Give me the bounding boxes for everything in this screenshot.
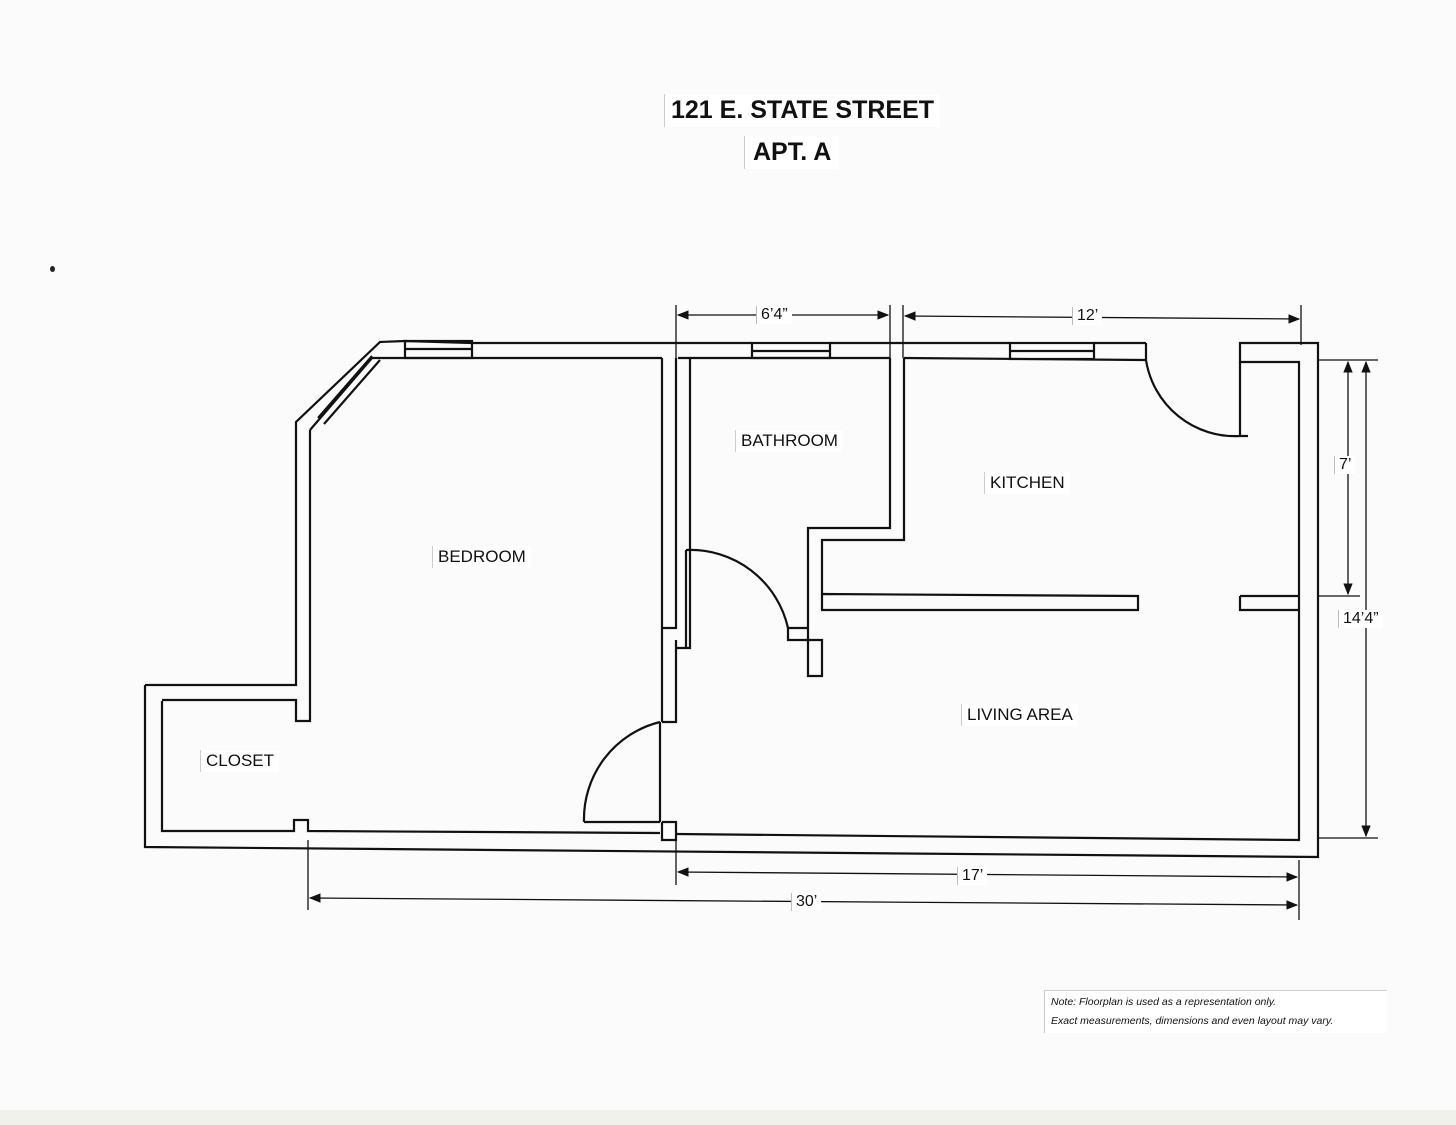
dim-label-living-width: 17’ xyxy=(957,867,988,885)
title-apartment: APT. A xyxy=(744,136,840,169)
diagonal-wall xyxy=(309,356,405,431)
scan-edge xyxy=(0,1110,1456,1125)
room-label-closet: CLOSET xyxy=(200,750,280,772)
note-line-1: Note: Floorplan is used as a representat… xyxy=(1051,996,1277,1008)
dim-label-total-width: 30’ xyxy=(791,893,822,911)
disclaimer-note: Note: Floorplan is used as a representat… xyxy=(1044,990,1387,1033)
bathroom-door xyxy=(684,548,790,648)
room-label-bathroom: BATHROOM xyxy=(735,430,843,452)
room-label-bedroom: BEDROOM xyxy=(432,546,531,568)
dim-line-living xyxy=(676,867,1299,882)
entry-door xyxy=(1144,359,1248,438)
room-label-living-area: LIVING AREA xyxy=(961,704,1078,726)
title-address: 121 E. STATE STREET xyxy=(664,94,941,127)
dim-label-kitchen-width: 12’ xyxy=(1072,307,1103,325)
bedroom-wall xyxy=(660,358,678,842)
dim-label-bathroom-width: 6’4” xyxy=(756,306,792,324)
window-diagonal xyxy=(317,355,381,425)
dim-label-kitchen-depth: 7’ xyxy=(1334,456,1356,474)
bathroom-wall xyxy=(676,358,906,678)
dim-label-total-depth: 14’4” xyxy=(1338,610,1383,628)
note-line-2: Exact measurements, dimensions and even … xyxy=(1051,1015,1334,1027)
partition-wall xyxy=(820,592,1299,612)
room-label-kitchen: KITCHEN xyxy=(984,472,1070,494)
outer-wall-outline xyxy=(143,339,1320,859)
bedroom-door xyxy=(582,720,662,824)
scan-speck xyxy=(50,266,55,272)
inner-wall-outline xyxy=(160,362,1301,842)
